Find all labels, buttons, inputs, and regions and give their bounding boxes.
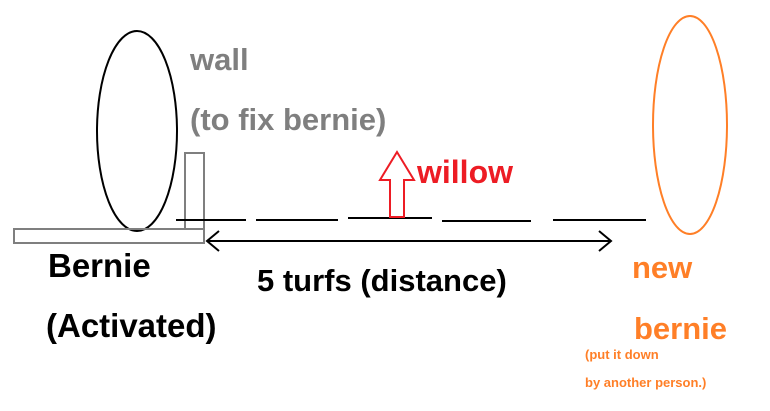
distance-arrow [205,230,613,252]
note-line-2: by another person.) [585,375,707,390]
bernie-label: Bernie [48,247,151,284]
wall-purpose-label: (to fix bernie) [190,102,387,137]
wall-shape [184,152,205,230]
ground-platform-shape [13,228,205,244]
bernie-activated-shape [96,30,178,232]
note-line-1: (put it down [585,347,659,362]
new-bernie-shape [652,15,728,235]
distance-label: 5 turfs (distance) [257,263,507,298]
distance-arrow-left-head [205,230,220,252]
new-bernie-label: bernie [634,311,728,346]
activated-label: (Activated) [46,307,217,344]
turf-line [176,217,646,222]
distance-arrow-right-head [598,230,613,252]
willow-label: willow [417,154,513,190]
willow-up-arrow-icon [378,150,416,218]
new-label: new [632,250,693,285]
wall-label: wall [190,42,249,77]
